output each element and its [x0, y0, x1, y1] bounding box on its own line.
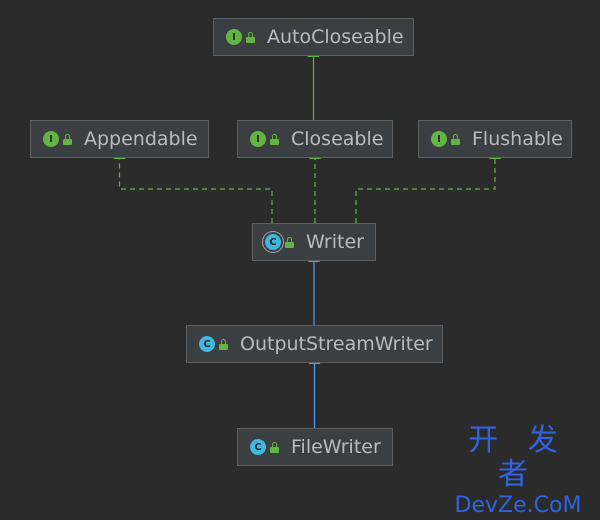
node-outputstreamwriter[interactable]: C OutputStreamWriter: [186, 325, 443, 363]
class-icon: C: [199, 336, 215, 352]
edge-writer-to-flushable: [355, 149, 501, 223]
interface-icon: I: [250, 131, 266, 147]
public-lock-icon: [246, 31, 255, 43]
node-label: FileWriter: [291, 436, 381, 458]
class-icon: C: [250, 439, 266, 455]
node-label: Closeable: [291, 128, 384, 150]
node-appendable[interactable]: I Appendable: [30, 120, 209, 158]
node-label: Writer: [306, 231, 364, 253]
node-label: Flushable: [472, 128, 563, 150]
interface-icon: I: [43, 131, 59, 147]
watermark-line2: DevZe.CoM: [454, 493, 582, 518]
node-label: AutoCloseable: [267, 26, 404, 48]
public-lock-icon: [285, 236, 294, 248]
diagram-edges: [113, 47, 501, 428]
public-lock-icon: [219, 338, 228, 350]
node-autocloseable[interactable]: I AutoCloseable: [213, 18, 414, 56]
public-lock-icon: [270, 133, 279, 145]
site-watermark: 开 发 者 DevZe.CoM: [440, 423, 596, 519]
node-filewriter[interactable]: C FileWriter: [237, 428, 393, 466]
interface-icon: I: [431, 131, 447, 147]
public-lock-icon: [451, 133, 460, 145]
abstract-class-icon: C: [265, 234, 281, 250]
node-writer[interactable]: C Writer: [252, 223, 376, 261]
interface-icon: I: [226, 29, 242, 45]
node-label: OutputStreamWriter: [240, 333, 433, 355]
node-label: Appendable: [84, 128, 198, 150]
watermark-line1: 开 发 者: [468, 423, 568, 492]
node-closeable[interactable]: I Closeable: [237, 120, 393, 158]
public-lock-icon: [270, 441, 279, 453]
edge-writer-to-appendable: [113, 149, 273, 223]
node-flushable[interactable]: I Flushable: [418, 120, 572, 158]
public-lock-icon: [63, 133, 72, 145]
